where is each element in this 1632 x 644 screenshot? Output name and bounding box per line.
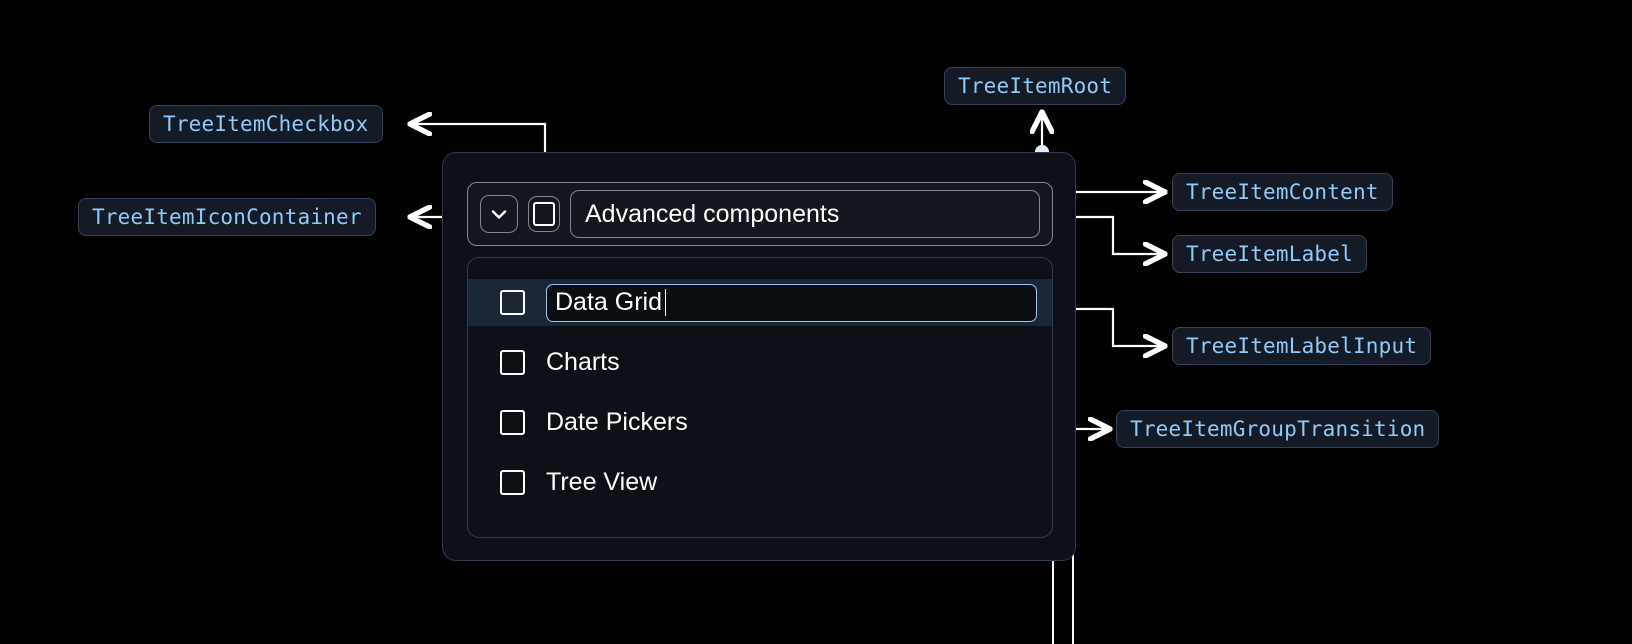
checkbox-square-icon bbox=[533, 202, 555, 226]
tree-item-checkbox[interactable] bbox=[500, 290, 525, 315]
tree-item-label: Tree View bbox=[546, 468, 658, 496]
tree-item-row-data-grid[interactable]: Data Grid bbox=[468, 279, 1052, 326]
annotation-tree-item-group-transition: TreeItemGroupTransition bbox=[1116, 410, 1440, 448]
tree-item-root[interactable]: Advanced components Data Grid Charts Dat… bbox=[442, 152, 1076, 561]
tree-item-icon-container[interactable] bbox=[480, 195, 518, 233]
tree-item-checkbox[interactable] bbox=[528, 196, 560, 232]
annotation-tree-item-root: TreeItemRoot bbox=[944, 67, 1127, 105]
tree-item-checkbox[interactable] bbox=[500, 350, 525, 375]
annotation-tree-item-checkbox: TreeItemCheckbox bbox=[149, 105, 383, 143]
text-caret bbox=[664, 289, 667, 316]
annotation-tree-item-content: TreeItemContent bbox=[1172, 173, 1393, 211]
tree-item-label[interactable]: Advanced components bbox=[570, 190, 1040, 238]
tree-item-content[interactable]: Advanced components bbox=[467, 182, 1053, 246]
annotation-tree-item-label: TreeItemLabel bbox=[1172, 235, 1367, 273]
tree-item-row-tree-view[interactable]: Tree View bbox=[468, 459, 1052, 506]
tree-item-row-charts[interactable]: Charts bbox=[468, 339, 1052, 386]
tree-item-group-transition: Data Grid Charts Date Pickers Tree View bbox=[467, 257, 1053, 538]
annotation-tree-item-icon-container: TreeItemIconContainer bbox=[78, 198, 376, 236]
chevron-down-icon bbox=[491, 210, 507, 219]
tree-item-label-input[interactable]: Data Grid bbox=[546, 283, 1037, 322]
tree-item-label: Charts bbox=[546, 348, 620, 376]
annotation-tree-item-label-input: TreeItemLabelInput bbox=[1172, 327, 1432, 365]
tree-item-label-input-value: Data Grid bbox=[555, 288, 662, 316]
tree-item-label: Date Pickers bbox=[546, 408, 688, 436]
tree-item-checkbox[interactable] bbox=[500, 470, 525, 495]
tree-item-checkbox[interactable] bbox=[500, 410, 525, 435]
tree-item-row-date-pickers[interactable]: Date Pickers bbox=[468, 399, 1052, 446]
